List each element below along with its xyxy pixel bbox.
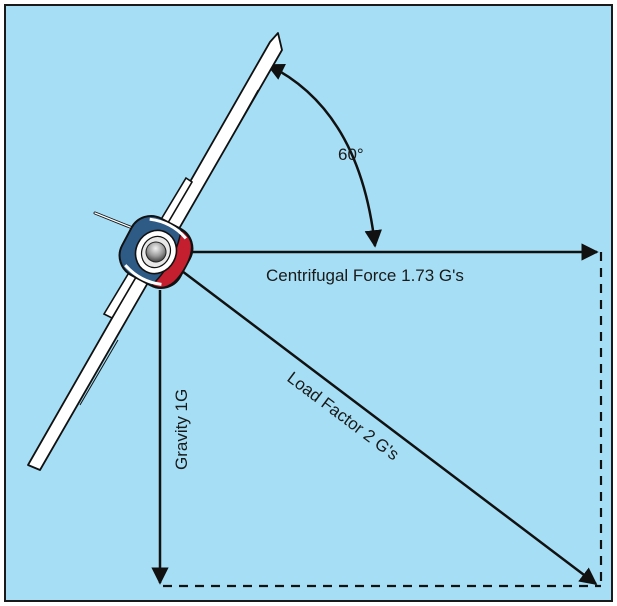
gravity-label: Gravity 1G [172,389,191,470]
load-factor-arrow [177,267,598,586]
diagram-panel [4,4,613,602]
bank-angle-arc [266,63,382,248]
centrifugal-force-label: Centrifugal Force 1.73 G's [266,266,464,285]
airplane-front-view-banked-icon [27,32,283,471]
propeller-spinner [145,241,167,263]
bank-angle-label: 60° [338,145,364,164]
